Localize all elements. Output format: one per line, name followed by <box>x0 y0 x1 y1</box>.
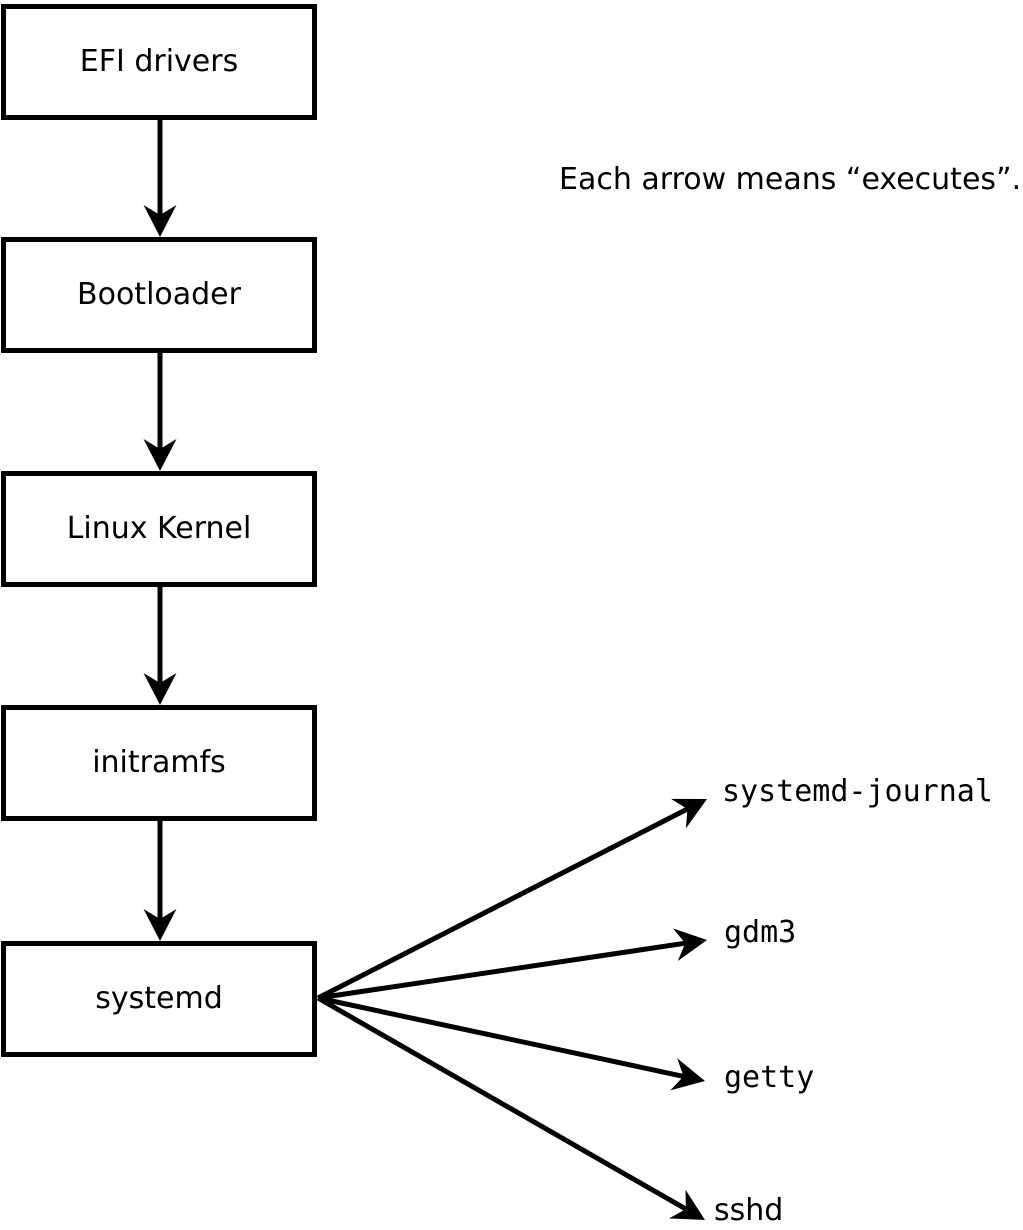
arrow-efi-to-bootloader <box>143 120 177 237</box>
label-getty: getty <box>724 1060 815 1095</box>
legend-note: Each arrow means “executes”. <box>559 162 1022 197</box>
label-systemd-journal: systemd-journal <box>722 774 993 809</box>
node-linux-kernel-label: Linux Kernel <box>66 511 252 546</box>
arrow-kernel-to-initramfs <box>143 587 177 705</box>
arrow-bootloader-to-kernel <box>143 353 177 471</box>
node-linux-kernel: Linux Kernel <box>1 471 317 587</box>
node-systemd-label: systemd <box>95 981 223 1016</box>
node-efi-drivers-label: EFI drivers <box>79 44 239 79</box>
node-efi-drivers: EFI drivers <box>1 4 317 120</box>
arrow-systemd-to-sshd <box>316 995 705 1220</box>
label-sshd: sshd <box>714 1193 784 1228</box>
node-bootloader: Bootloader <box>1 237 317 353</box>
arrow-systemd-to-journal <box>316 798 707 1001</box>
node-systemd: systemd <box>1 941 317 1057</box>
node-initramfs: initramfs <box>1 705 317 821</box>
node-initramfs-label: initramfs <box>92 745 226 780</box>
arrow-systemd-to-gdm3 <box>317 928 707 1001</box>
label-gdm3: gdm3 <box>724 915 797 950</box>
arrow-systemd-to-getty <box>317 995 705 1091</box>
node-bootloader-label: Bootloader <box>77 277 241 312</box>
arrow-initramfs-to-systemd <box>143 821 177 941</box>
